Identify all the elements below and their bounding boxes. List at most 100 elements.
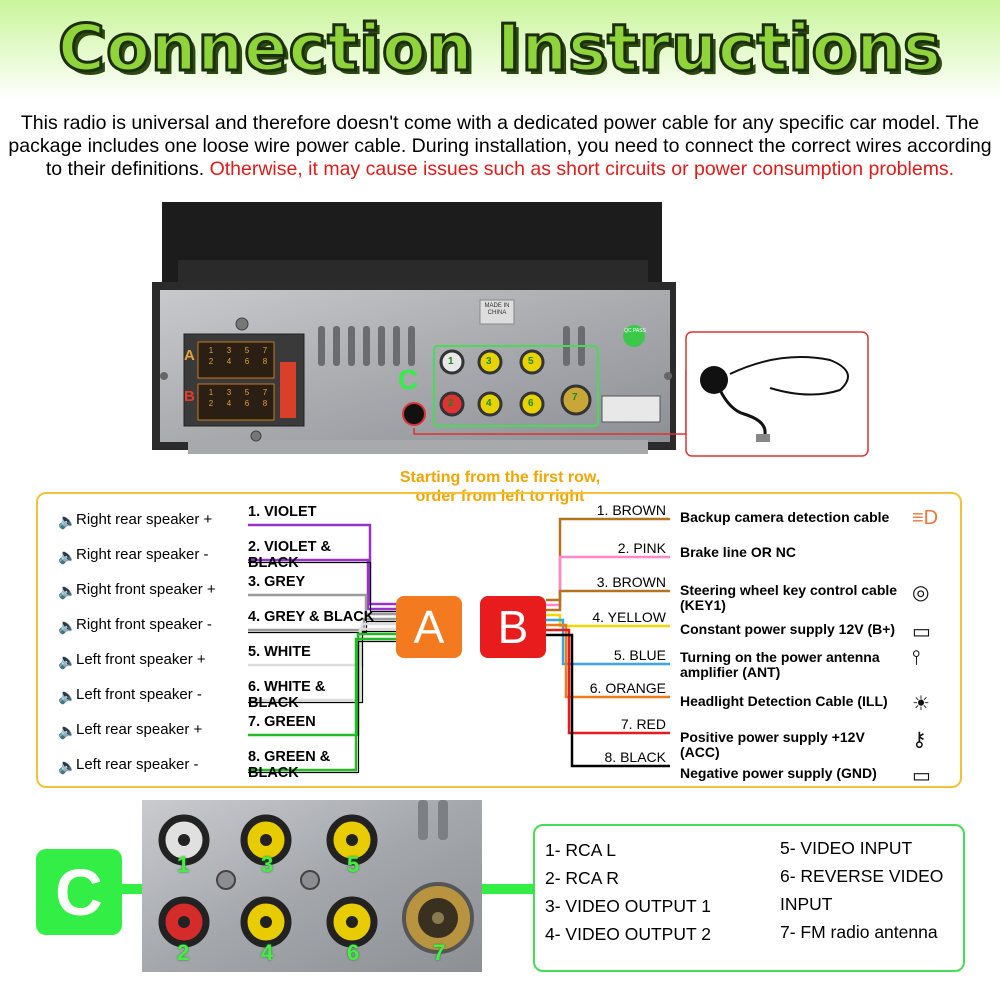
wire-a-stripe [248,620,396,634]
rca-jack-number: 5 [347,852,360,877]
wire-b-line [546,618,670,666]
c-connector-bar-right [482,884,535,894]
connector-pin-label: 7 [262,346,268,355]
wire-label-b: 2. PINK [617,540,666,556]
speaker-icon: 🔈 [58,653,77,670]
connector-a-badge: A [396,596,462,658]
wire-function-label: Constant power supply 12V (B+) [680,621,896,637]
wire-label-b: 5. BLUE [613,647,666,663]
intro-text: This radio is universal and therefore do… [4,112,996,181]
speaker-label: Right front speaker + [76,581,216,598]
connector-pin-label: 4 [226,399,232,408]
unit-jack-number: 6 [528,398,534,409]
speaker-label: Right rear speaker + [76,511,213,528]
wire-a-line [248,637,396,772]
connector-pin-label: 8 [262,357,268,366]
unit-jack-number: 5 [528,356,534,367]
connector-c-item: 4- VIDEO OUTPUT 2 [545,924,711,944]
title-banner [0,0,1000,100]
speaker-label: Right front speaker - [76,616,212,633]
connector-pin-label: 7 [262,388,268,397]
connector-pin-label: 1 [208,388,214,397]
wire-label-b: 4. YELLOW [592,609,666,625]
made-in-label: MADE IN CHINA [484,303,510,316]
rca-jack-number: 3 [261,852,274,877]
wire-b-line [546,589,670,612]
speaker-icon: 🔈 [58,583,77,600]
connector-c-item: 5- VIDEO INPUT [780,838,913,858]
intro-body: This radio is universal and therefore do… [8,112,992,180]
wire-function-label: Negative power supply (GND) [680,765,877,781]
rca-jack-number: 4 [261,940,274,965]
wire-label-b: 8. BLACK [604,749,666,765]
connector-pin-label: 2 [208,357,214,366]
connector-pin-label: 5 [244,388,250,397]
unit-connector-c-mark: C [398,364,419,395]
connector-c-badge: C [36,849,122,935]
wire-a-stripe [248,640,396,774]
connector-c-legend [533,824,965,972]
connector-pin-label: 6 [244,399,250,408]
wire-a-stripe [248,630,396,704]
speaker-label: Left rear speaker + [76,721,203,738]
wire-label-b: 3. BROWN [596,574,666,590]
unit-jack-number: 4 [486,398,492,409]
head-unit-rear-photo [152,202,676,454]
key-icon: ⚷ [912,729,927,751]
rca-jack-number: 2 [177,940,190,965]
connector-c-item: 6- REVERSE VIDEO INPUT [780,866,944,914]
connector-c-item: 7- FM radio antenna [780,922,938,942]
connector-pin-label: 1 [208,346,214,355]
speaker-icon: 🔈 [58,723,77,740]
speaker-label: Left rear speaker - [76,756,199,773]
unit-jack-number: 1 [448,356,454,367]
qc-label: QC PASS [624,328,646,334]
wire-b-line [546,633,670,768]
connector-pin-label: 2 [208,399,214,408]
wire-label-a: 2. VIOLET & BLACK [248,539,331,571]
wire-a-stripe [248,561,396,613]
antenna-icon: ⫯ [912,647,921,669]
connector-c-item: 1- RCA L [545,840,616,860]
wire-function-label: Turning on the power antenna amplifier (… [680,649,880,680]
unit-connector-a-mark: A [184,347,195,364]
connector-pin-label: 6 [244,357,250,366]
wire-label-b: 6. ORANGE [589,680,666,696]
speaker-icon: 🔈 [58,513,77,530]
rca-jack-photo [142,800,482,972]
wire-label-a: 7. GREEN [248,714,316,730]
unit-connector-b-mark: B [184,388,195,405]
speaker-icon: 🔈 [58,618,77,635]
connector-pin-label: 8 [262,399,268,408]
speaker-label: Right rear speaker - [76,546,209,563]
wire-function-label: Headlight Detection Cable (ILL) [680,693,888,709]
unit-jack-number: 3 [486,356,492,367]
wire-label-a: 3. GREY [248,574,306,590]
wire-label-a: 5. WHITE [248,644,311,660]
wire-function-label: Positive power supply +12V (ACC) [680,729,865,760]
wire-a-line [248,558,396,611]
connector-pin-label: 3 [226,388,232,397]
rca-jack-number: 7 [433,940,446,965]
speaker-label: Left front speaker + [76,651,206,668]
connector-c-item: 2- RCA R [545,868,619,888]
unit-jack-number: 7 [572,392,578,403]
speaker-icon: 🔈 [58,758,77,775]
wire-label-b: 7. RED [620,716,666,732]
wire-a-line [248,627,396,702]
speaker-label: Left front speaker - [76,686,202,703]
wire-label-a: 6. WHITE & BLACK [248,679,326,711]
connector-b-pins: 1 3 5 7 2 4 6 8 [202,388,274,408]
wire-b-line [546,623,670,699]
wiring-diagram-box [36,492,962,788]
wire-b-line [546,628,670,735]
steering-wheel-icon: ◎ [912,582,930,604]
c-connector-bar-left [122,884,146,894]
page-title: Connection Instructions [56,11,943,88]
unit-jack-number: 2 [448,398,454,409]
wire-b-line [546,555,670,607]
speaker-icon: 🔈 [58,548,77,565]
wire-a-line [248,593,396,616]
connector-c-legend-right: 5- VIDEO INPUT 6- REVERSE VIDEO INPUT 7- F… [780,834,960,946]
